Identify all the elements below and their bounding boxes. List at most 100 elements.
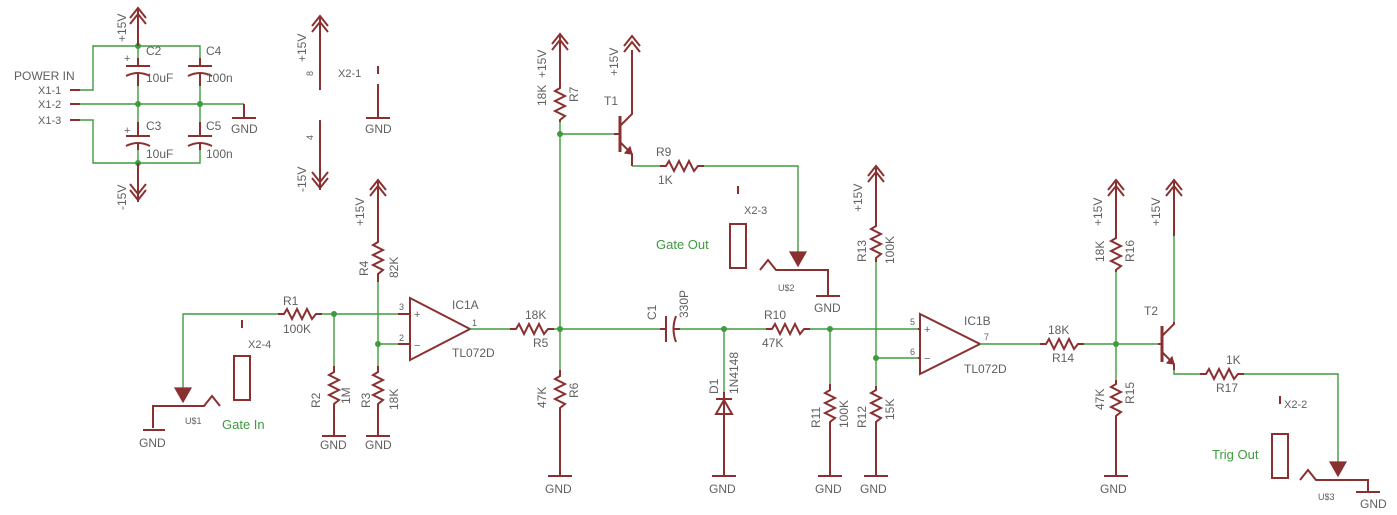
capacitor-c3 [125, 122, 151, 150]
c5-name: C5 [206, 119, 222, 133]
x2-2-label: X2-2 [1284, 399, 1307, 411]
diode-d1 [712, 392, 736, 477]
resistor-r10 [766, 321, 810, 337]
r5-value: 18K [525, 308, 546, 322]
power-arrow-minus15v [129, 163, 147, 202]
junction-dot [873, 355, 879, 361]
wire-gate-in [182, 313, 278, 388]
trig-out-section: 18K R14 +15V 18K R16 47K R15 GND T2 [1040, 178, 1387, 511]
resistor-r5 [510, 321, 554, 337]
r2-value: 1M [339, 387, 353, 404]
wire-t2-emitter [1173, 370, 1200, 375]
r13-value: 100K [883, 236, 897, 264]
transistor-t2 [1158, 322, 1175, 370]
wire-trig-out [1244, 373, 1339, 462]
resistor-r6 [552, 370, 568, 476]
c1-name: C1 [645, 304, 659, 320]
opamp-ic1b [918, 312, 983, 376]
r16-name: R16 [1123, 240, 1137, 262]
r6-value: 47K [535, 387, 549, 408]
power-arrow-plus15v [129, 6, 147, 46]
resistor-r7 [552, 84, 568, 122]
power-arrow-plus15v [369, 178, 387, 236]
r11-name: R11 [809, 407, 823, 428]
plus-mark: + [924, 324, 930, 336]
r12-value: 15K [883, 399, 897, 420]
gnd-label: GND [365, 122, 392, 136]
opamp-supply-section: +15V 8 -15V 4 X2-1 GND [295, 14, 392, 192]
connector-x2-4-body [233, 355, 251, 401]
power-arrow-plus15v [1165, 178, 1183, 236]
plus15v-label: +15V [295, 34, 309, 62]
capacitor-c1 [660, 315, 680, 343]
r14-value: 18K [1048, 323, 1069, 337]
ic1b-section: +15V R13 100K R12 15K GND + − 5 6 7 IC1B… [851, 164, 1040, 496]
pin-6-label: 6 [910, 347, 915, 357]
resistor-r1 [278, 306, 322, 322]
resistor-r16 [1108, 234, 1124, 272]
plus-mark: + [124, 125, 130, 137]
r7-name: R7 [567, 86, 581, 102]
connector-x2-2-body [1271, 433, 1289, 479]
r17-value: 1K [1226, 353, 1241, 367]
resistor-r17 [1200, 366, 1244, 382]
pin-2-label: 2 [399, 333, 404, 343]
c2-value: 10uF [146, 71, 173, 85]
ground-symbol [366, 84, 390, 119]
connector-x2-3-body [729, 223, 747, 269]
wire-gate-out [704, 165, 799, 252]
trig-out-label: Trig Out [1212, 447, 1259, 462]
wire-neg-rail [80, 119, 201, 164]
gnd-label: GND [365, 438, 392, 452]
ic1a-part: TL072D [452, 346, 495, 360]
d1-name: D1 [707, 378, 721, 394]
power-in-label: POWER IN [14, 69, 75, 83]
power-arrow-plus15v [867, 164, 885, 222]
x2-4-label: X2-4 [248, 339, 271, 351]
r3-name: R3 [359, 392, 373, 408]
differentiator-section: C1 330P D1 1N4148 GND R10 47K R11 100K G… [645, 290, 918, 496]
ic1a-name: IC1A [452, 298, 479, 312]
x1-2-label: X1-2 [38, 99, 61, 111]
resistor-r4 [370, 236, 386, 282]
gnd-label: GND [320, 438, 347, 452]
r15-name: R15 [1123, 382, 1137, 404]
junction-dot [197, 101, 203, 107]
gate-in-section: U$1 GND X2-4 Gate In R1 100K R2 1M GND [139, 294, 398, 452]
power-arrow-minus15v [311, 120, 329, 190]
plus15v-label: +15V [353, 198, 367, 226]
r10-name: R10 [764, 308, 786, 322]
r2-name: R2 [309, 392, 323, 408]
minus15v-label: -15V [115, 185, 129, 210]
c3-value: 10uF [146, 147, 173, 161]
ground-symbol [232, 104, 256, 119]
ic1b-name: IC1B [964, 314, 991, 328]
ic1b-part: TL072D [964, 362, 1007, 376]
resistor-r2 [326, 366, 342, 436]
gnd-label: GND [1100, 482, 1127, 496]
pin-7-label: 7 [984, 332, 989, 342]
power-arrow-plus15v [623, 34, 641, 53]
r11-value: 100K [837, 400, 851, 428]
junction-dot [827, 326, 833, 332]
wire-pos-rail [80, 45, 201, 91]
gnd-label: GND [860, 482, 887, 496]
r7-value: 18K [535, 85, 549, 106]
gate-in-label: Gate In [222, 417, 265, 432]
resistor-r3 [370, 366, 386, 436]
capacitor-c2 [125, 58, 151, 86]
gnd-label: GND [1360, 497, 1387, 511]
junction-dot [331, 311, 337, 317]
junction-dot [721, 326, 727, 332]
r3-value: 18K [387, 389, 401, 410]
capacitor-c5 [187, 122, 213, 150]
plus15v-label: +15V [1091, 198, 1105, 226]
power-arrow-plus15v [311, 14, 329, 90]
junction-dot [557, 326, 563, 332]
r5-name: R5 [533, 336, 549, 350]
minus15v-label: -15V [295, 167, 309, 192]
junction-dot [375, 341, 381, 347]
resistor-r14 [1040, 336, 1084, 352]
power-input-section: POWER IN X1-1 X1-2 X1-3 +15V -15V [14, 6, 258, 210]
